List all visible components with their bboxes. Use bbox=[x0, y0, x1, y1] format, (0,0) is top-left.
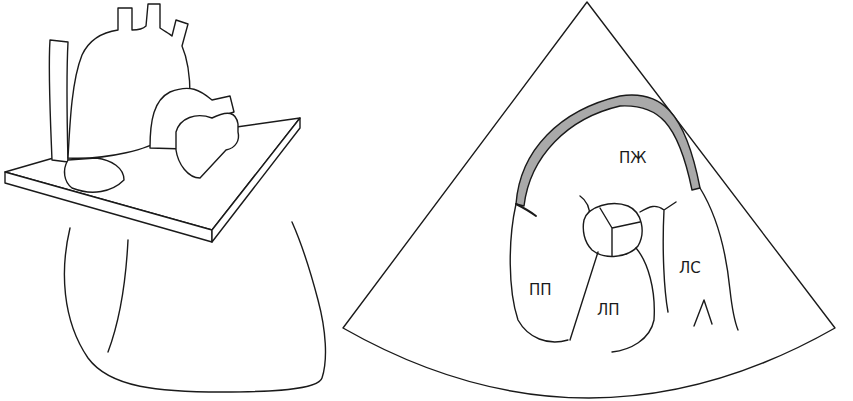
la-outline bbox=[612, 248, 654, 352]
right-atrium bbox=[65, 158, 124, 192]
region-label: ЛП bbox=[595, 302, 622, 319]
rv-septum bbox=[516, 204, 536, 216]
valve-cusps bbox=[600, 208, 640, 256]
ultrasound-sector bbox=[343, 2, 835, 398]
heart-ventricles bbox=[64, 222, 325, 392]
pulmonary-bifurcation bbox=[694, 300, 712, 326]
region-label: ПЖ bbox=[617, 150, 648, 167]
heart-groove bbox=[108, 240, 128, 352]
region-label: ПП bbox=[527, 282, 554, 299]
left-atrium bbox=[176, 113, 239, 178]
region-label: ЛС bbox=[677, 260, 703, 277]
pulmonary-trunk-outer bbox=[700, 188, 738, 330]
interatrial-septum bbox=[570, 252, 598, 340]
aortic-valve bbox=[583, 204, 642, 257]
superior-vena-cava bbox=[49, 40, 68, 162]
ra-outline bbox=[510, 204, 568, 342]
rv-wall bbox=[516, 95, 700, 206]
pulmonary-trunk-wall bbox=[640, 202, 676, 312]
